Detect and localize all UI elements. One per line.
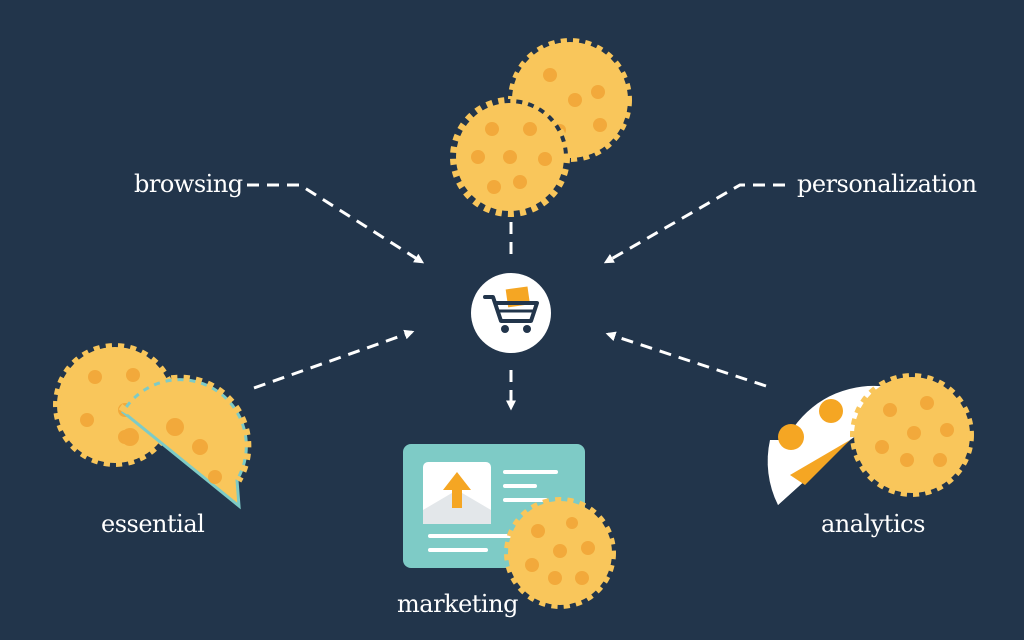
label-browsing: browsing [134, 170, 243, 198]
label-personalization: personalization [797, 170, 977, 198]
shopping-cart-icon[interactable] [471, 273, 551, 353]
analytics-pie-chart-icon [767, 373, 974, 505]
essential-cookie-icon [53, 343, 252, 510]
cookie-icon [450, 38, 632, 217]
arrow-personalization-to-center [603, 183, 785, 264]
cookie-front [450, 97, 570, 217]
marketing-ad-card-icon [403, 444, 616, 609]
arrow-essential-to-center [253, 329, 415, 390]
label-analytics: analytics [821, 510, 925, 538]
arrow-browsing-to-center [247, 183, 425, 264]
label-marketing: marketing [397, 590, 518, 618]
arrow-analytics-to-center [605, 331, 767, 388]
label-essential: essential [101, 510, 205, 538]
connector-arrows [247, 183, 785, 411]
